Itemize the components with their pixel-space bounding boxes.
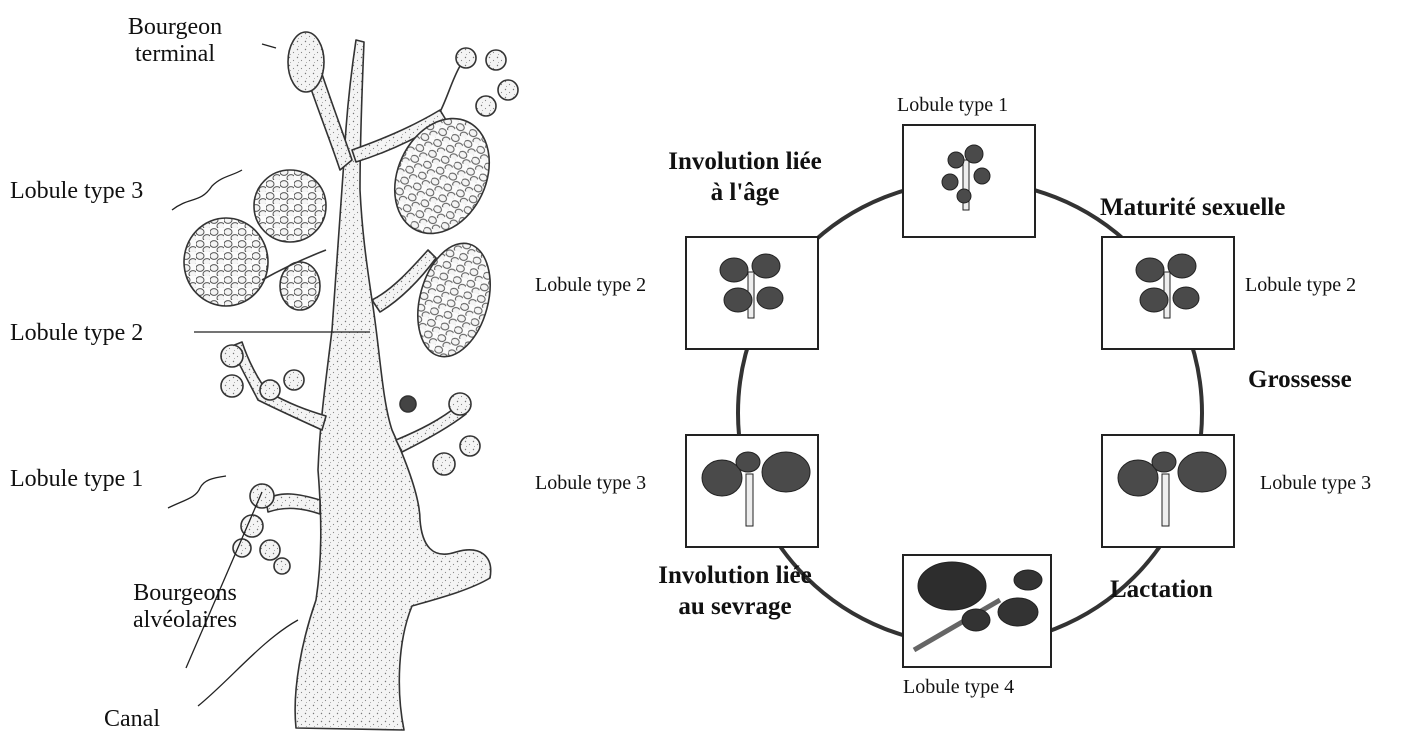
caption-top: Lobule type 1	[897, 94, 1008, 116]
caption-bottom: Lobule type 4	[903, 676, 1014, 698]
alveolar-bud	[250, 484, 274, 508]
phase-lactation: Lactation	[1110, 574, 1270, 605]
lobule-type3-cluster	[377, 103, 507, 249]
phase-grossesse: Grossesse	[1248, 364, 1388, 395]
caption-upper-left: Lobule type 2	[535, 274, 646, 296]
label-lobule-type-2: Lobule type 2	[10, 320, 143, 347]
caption-lower-left: Lobule type 3	[535, 472, 646, 494]
label-bourgeons-alveolaires: Bourgeons alvéolaires	[100, 580, 270, 634]
caption-upper-right: Lobule type 2	[1245, 274, 1356, 296]
terminal-bud	[288, 32, 324, 92]
lobule-type2-cluster	[406, 235, 502, 365]
caption-lower-right: Lobule type 3	[1260, 472, 1371, 494]
label-lobule-type-1: Lobule type 1	[10, 466, 143, 493]
label-bourgeon-terminal: Bourgeon terminal	[100, 14, 250, 68]
phase-age-involution: Involution liée à l'âge	[630, 146, 860, 208]
phase-sevrage-involution: Involution liée au sevrage	[620, 560, 850, 622]
label-lobule-type-3: Lobule type 3	[10, 178, 143, 205]
label-canal: Canal	[104, 706, 160, 733]
phase-maturite: Maturité sexuelle	[1100, 192, 1370, 223]
